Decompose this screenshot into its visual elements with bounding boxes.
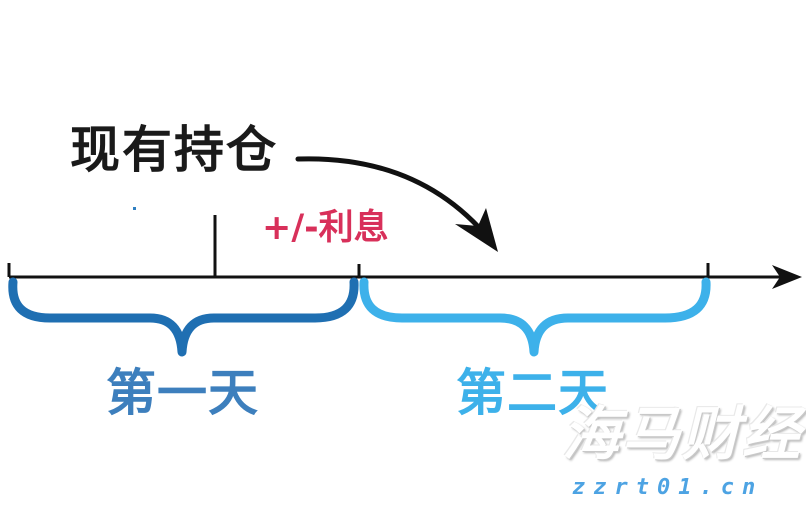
curved-arrow [295,156,493,243]
day1-label: 第一天 [106,364,259,422]
axis-arrowhead-icon [772,265,802,289]
watermark-url: zzrt01.cn [572,475,764,500]
brace-day1 [8,277,359,357]
curved-arrowhead-icon [455,208,498,252]
current-position-label: 现有持仓 [70,121,278,179]
day2-label: 第二天 [456,364,609,422]
brace-day2 [359,277,711,357]
dot-marker [133,207,136,210]
watermark-brand: 海马财经 [562,400,803,468]
interest-label: +/-利息 [262,208,389,248]
